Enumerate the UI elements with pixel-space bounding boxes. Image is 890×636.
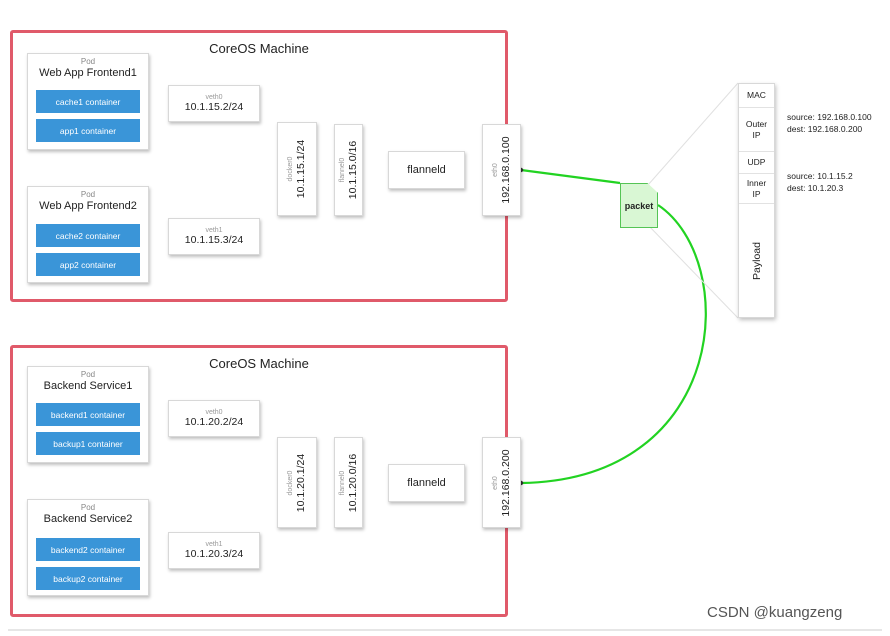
packet-row-inner-ip: Inner IP (739, 174, 774, 204)
interface-ip: 10.1.15.0/16 (346, 140, 359, 200)
interface-ip: 192.168.0.200 (499, 448, 512, 517)
interface-ip: 192.168.0.100 (499, 136, 512, 204)
payload-label: Payload (750, 241, 763, 280)
docker0-top[interactable]: docker0 10.1.15.1/24 (277, 122, 317, 216)
interface-ip: 10.1.20.3/24 (184, 548, 244, 560)
pod-backend-service2: Pod Backend Service2 backend2 container … (27, 499, 149, 596)
flanneld-label: flanneld (407, 477, 446, 489)
container-backend2[interactable]: backend2 container (36, 538, 140, 561)
container-backend1[interactable]: backend1 container (36, 403, 140, 426)
flanneld-bottom[interactable]: flanneld (388, 464, 465, 502)
pod-web-app-frontend1: Pod Web App Frontend1 cache1 container a… (27, 53, 149, 150)
interface-label: flannel0 (338, 157, 346, 183)
container-cache1[interactable]: cache1 container (36, 90, 140, 113)
pod-kind-label: Pod (80, 57, 96, 66)
veth0-top[interactable]: veth0 10.1.15.2/24 (168, 85, 260, 122)
pod-name: Backend Service1 (43, 380, 133, 392)
interface-label: eth0 (491, 475, 499, 490)
interface-ip: 10.1.20.0/16 (346, 453, 359, 512)
interface-ip: 10.1.15.2/24 (184, 101, 244, 113)
pod-name: Backend Service2 (43, 513, 133, 525)
interface-ip: 10.1.20.1/24 (294, 453, 307, 512)
inner-dest: dest: 10.1.20.3 (787, 183, 844, 194)
outer-ip-info: source: 192.168.0.100 dest: 192.168.0.20… (787, 111, 887, 136)
outer-dest: dest: 192.168.0.200 (787, 124, 863, 135)
packet-label: packet (624, 200, 654, 211)
packet-row-mac: MAC (739, 84, 774, 108)
interface-label: docker0 (286, 156, 294, 182)
machine-title: CoreOS Machine (209, 356, 309, 371)
interface-label: eth0 (491, 163, 499, 177)
interface-ip: 10.1.20.2/24 (184, 416, 244, 428)
flannel0-top[interactable]: flannel0 10.1.15.0/16 (334, 124, 363, 216)
container-backup1[interactable]: backup1 container (36, 432, 140, 455)
container-app2[interactable]: app2 container (36, 253, 140, 276)
interface-ip: 10.1.15.3/24 (184, 234, 244, 246)
pod-kind-label: Pod (80, 190, 96, 199)
container-cache2[interactable]: cache2 container (36, 224, 140, 247)
pod-name: Web App Frontend1 (39, 67, 137, 79)
pod-kind-label: Pod (80, 370, 96, 379)
pod-web-app-frontend2: Pod Web App Frontend2 cache2 container a… (27, 186, 149, 283)
veth1-bottom[interactable]: veth1 10.1.20.3/24 (168, 532, 260, 569)
eth0-top[interactable]: eth0 192.168.0.100 (482, 124, 521, 216)
pod-name: Web App Frontend2 (39, 200, 137, 212)
interface-label: veth0 (205, 409, 223, 416)
packet-row-outer-ip: Outer IP (739, 108, 774, 152)
watermark: CSDN @kuangzeng (707, 604, 843, 621)
packet-row-udp: UDP (739, 152, 774, 174)
flanneld-top[interactable]: flanneld (388, 151, 465, 189)
interface-ip: 10.1.15.1/24 (294, 139, 307, 199)
interface-label: veth0 (205, 94, 223, 101)
packet-structure-table: MAC Outer IP UDP Inner IP Payload (738, 83, 775, 318)
outer-source: source: 192.168.0.100 (787, 112, 872, 122)
container-backup2[interactable]: backup2 container (36, 567, 140, 590)
interface-label: docker0 (286, 470, 294, 495)
packet-row-payload: Payload (739, 204, 774, 317)
interface-label: veth1 (205, 541, 223, 548)
pod-kind-label: Pod (80, 503, 96, 512)
veth1-top[interactable]: veth1 10.1.15.3/24 (168, 218, 260, 255)
docker0-bottom[interactable]: docker0 10.1.20.1/24 (277, 437, 317, 528)
interface-label: veth1 (205, 227, 223, 234)
container-app1[interactable]: app1 container (36, 119, 140, 142)
packet-icon[interactable]: packet (620, 183, 658, 228)
interface-label: flannel0 (338, 470, 346, 495)
inner-ip-info: source: 10.1.15.2 dest: 10.1.20.3 (787, 170, 887, 195)
inner-source: source: 10.1.15.2 (787, 171, 853, 181)
machine-title: CoreOS Machine (209, 41, 309, 56)
flanneld-label: flanneld (407, 164, 446, 176)
veth0-bottom[interactable]: veth0 10.1.20.2/24 (168, 400, 260, 437)
eth0-bottom[interactable]: eth0 192.168.0.200 (482, 437, 521, 528)
pod-backend-service1: Pod Backend Service1 backend1 container … (27, 366, 149, 463)
flannel0-bottom[interactable]: flannel0 10.1.20.0/16 (334, 437, 363, 528)
